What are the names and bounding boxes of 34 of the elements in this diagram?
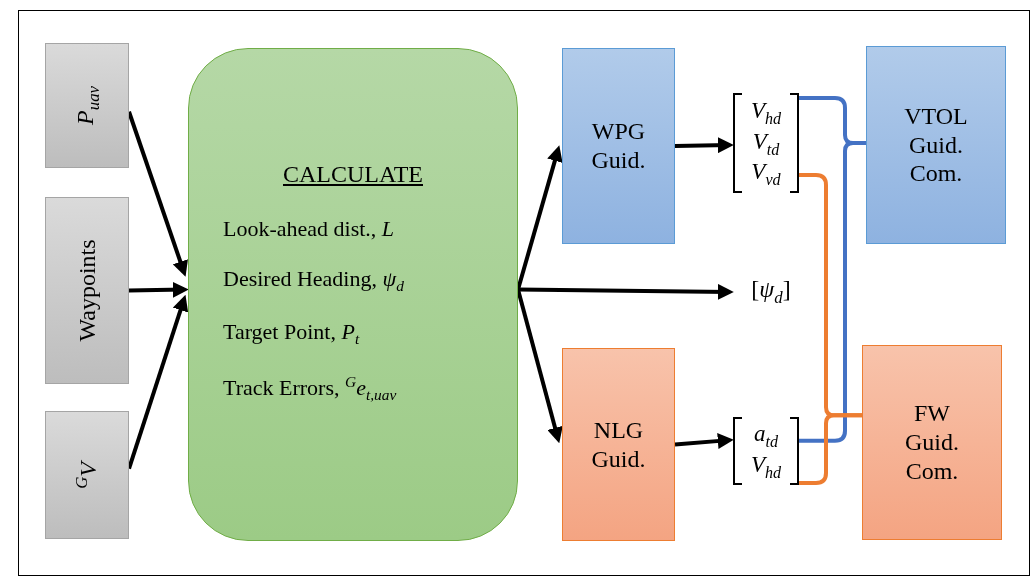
vector-entry: V$_{hd}$ bbox=[750, 451, 782, 482]
arrow bbox=[674, 433, 734, 449]
arrow bbox=[516, 289, 563, 444]
formula-text: Track Errors, $^{G}$e$_{t,uav}$ bbox=[223, 372, 397, 405]
box-label: NLG Guid. bbox=[590, 415, 647, 474]
guidance-box bbox=[562, 48, 675, 244]
formula-text: Target Point, P$_{t}$ bbox=[223, 319, 360, 349]
formula-text: Look-ahead dist., L bbox=[223, 215, 395, 242]
box-heading: CALCULATE bbox=[283, 160, 423, 188]
calculation-box bbox=[188, 48, 518, 541]
arrow bbox=[674, 137, 734, 154]
connector-line bbox=[799, 141, 866, 443]
input-box bbox=[45, 197, 129, 384]
box-label: FW Guid. Com. bbox=[904, 399, 960, 486]
vector-entry: a$_{td}$ bbox=[754, 420, 778, 451]
guidance-box bbox=[862, 345, 1002, 540]
box-label: VTOL Guid. Com. bbox=[903, 101, 969, 189]
arrow bbox=[128, 281, 189, 298]
box-label: WPG Guid. bbox=[590, 117, 647, 175]
vector-entry: V$_{td}$ bbox=[752, 127, 780, 159]
input-box bbox=[45, 43, 129, 168]
vector-entry: V$_{vd}$ bbox=[751, 158, 781, 190]
input-box bbox=[45, 411, 129, 539]
vector-entry: V$_{hd}$ bbox=[750, 96, 782, 128]
guidance-box bbox=[562, 348, 675, 541]
output-label: [ψ$_{d}$] bbox=[733, 273, 809, 311]
guidance-box bbox=[866, 46, 1006, 244]
input-label: Waypoints bbox=[72, 239, 101, 342]
formula-text: Desired Heading, ψ$_{d}$ bbox=[223, 265, 404, 296]
connector-line bbox=[799, 413, 862, 485]
arrow bbox=[517, 283, 734, 300]
arrow bbox=[127, 111, 188, 277]
arrow bbox=[516, 145, 563, 291]
arrow bbox=[127, 294, 189, 470]
